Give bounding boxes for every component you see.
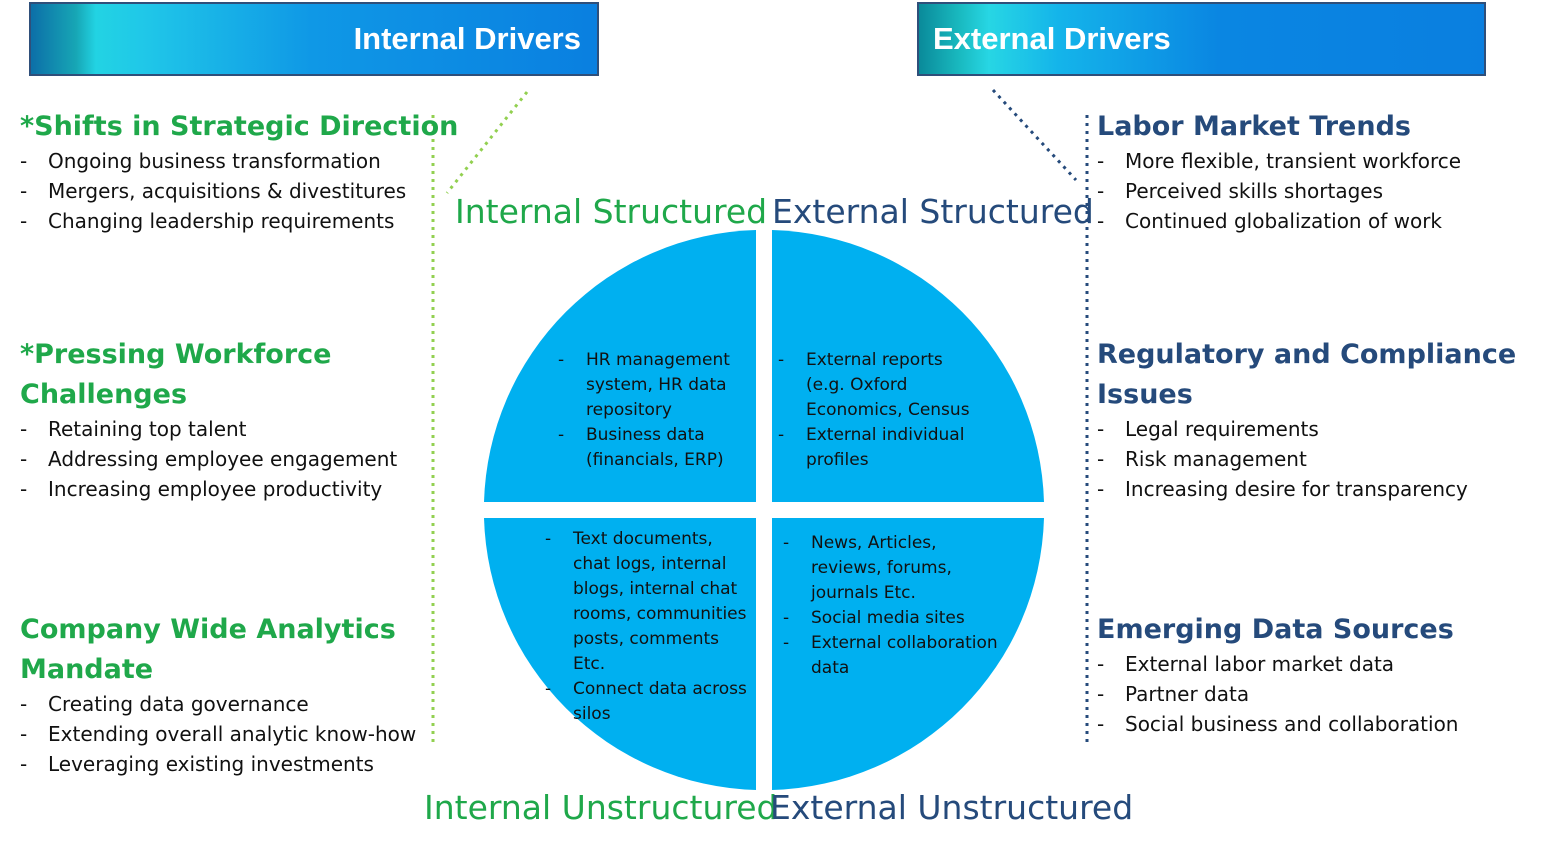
list-item: Increasing employee productivity bbox=[20, 474, 397, 504]
quadrant-internal-unstructured-list: Text documents, chat logs, internal blog… bbox=[545, 527, 755, 727]
internal-driver-title-strategic: *Shifts in Strategic Direction bbox=[20, 111, 459, 142]
external-driver-title-regulatory: Regulatory and Compliance Issues bbox=[1097, 335, 1516, 415]
label-internal-unstructured: Internal Unstructured bbox=[424, 788, 778, 827]
internal-driver-list-analytics: Creating data governance Extending overa… bbox=[20, 689, 416, 779]
title-line: Mandate bbox=[20, 654, 154, 685]
quadrant-internal-structured-list: HR management system, HR data repository… bbox=[558, 348, 743, 473]
external-driver-list-labor: More flexible, transient workforce Perce… bbox=[1097, 146, 1461, 236]
list-item: Perceived skills shortages bbox=[1097, 176, 1461, 206]
external-connector-line bbox=[991, 88, 1078, 182]
internal-drivers-title: Internal Drivers bbox=[353, 21, 581, 56]
list-item: Ongoing business transformation bbox=[20, 146, 406, 176]
list-item: Leveraging existing investments bbox=[20, 749, 416, 779]
label-external-structured: External Structured bbox=[772, 192, 1094, 231]
list-item: Risk management bbox=[1097, 444, 1468, 474]
external-driver-list-emerging: External labor market data Partner data … bbox=[1097, 649, 1459, 739]
list-item: External individual profiles bbox=[778, 423, 978, 473]
internal-driver-title-analytics: Company Wide Analytics Mandate bbox=[20, 610, 396, 690]
list-item: External collaboration data bbox=[783, 631, 1003, 681]
list-item: Creating data governance bbox=[20, 689, 416, 719]
list-item: Legal requirements bbox=[1097, 414, 1468, 444]
list-item: News, Articles, reviews, forums, journal… bbox=[783, 531, 1003, 606]
quadrant-external-unstructured-list: News, Articles, reviews, forums, journal… bbox=[783, 531, 1003, 681]
list-item: Social media sites bbox=[783, 606, 1003, 631]
title-line: Regulatory and Compliance bbox=[1097, 339, 1517, 370]
list-item: Partner data bbox=[1097, 679, 1459, 709]
internal-drivers-banner: Internal Drivers bbox=[29, 2, 599, 76]
internal-connector-line bbox=[445, 91, 529, 194]
title-line: Company Wide Analytics bbox=[20, 614, 396, 645]
internal-driver-list-workforce: Retaining top talent Addressing employee… bbox=[20, 414, 397, 504]
external-driver-list-regulatory: Legal requirements Risk management Incre… bbox=[1097, 414, 1468, 504]
internal-driver-title-workforce: *Pressing Workforce Challenges bbox=[20, 335, 331, 415]
list-item: Mergers, acquisitions & divestitures bbox=[20, 176, 406, 206]
list-item: Extending overall analytic know-how bbox=[20, 719, 416, 749]
list-item: Text documents, chat logs, internal blog… bbox=[545, 527, 755, 677]
internal-driver-list-strategic: Ongoing business transformation Mergers,… bbox=[20, 146, 406, 236]
list-item: Changing leadership requirements bbox=[20, 206, 406, 236]
list-item: Increasing desire for transparency bbox=[1097, 474, 1468, 504]
label-external-unstructured: External Unstructured bbox=[770, 788, 1134, 827]
list-item: HR management system, HR data repository bbox=[558, 348, 743, 423]
external-drivers-title: External Drivers bbox=[933, 21, 1171, 56]
list-item: Business data (financials, ERP) bbox=[558, 423, 743, 473]
external-drivers-banner: External Drivers bbox=[917, 2, 1486, 76]
label-internal-structured: Internal Structured bbox=[455, 192, 768, 231]
title-line: Challenges bbox=[20, 379, 188, 410]
list-item: Retaining top talent bbox=[20, 414, 397, 444]
external-driver-title-labor: Labor Market Trends bbox=[1097, 111, 1411, 142]
external-driver-title-emerging: Emerging Data Sources bbox=[1097, 614, 1454, 645]
title-line: Issues bbox=[1097, 379, 1193, 410]
list-item: Continued globalization of work bbox=[1097, 206, 1461, 236]
list-item: External labor market data bbox=[1097, 649, 1459, 679]
list-item: Addressing employee engagement bbox=[20, 444, 397, 474]
title-line: *Pressing Workforce bbox=[20, 339, 332, 370]
list-item: Social business and collaboration bbox=[1097, 709, 1459, 739]
list-item: Connect data across silos bbox=[545, 677, 755, 727]
list-item: External reports (e.g. Oxford Economics,… bbox=[778, 348, 978, 423]
list-item: More flexible, transient workforce bbox=[1097, 146, 1461, 176]
quadrant-external-structured-list: External reports (e.g. Oxford Economics,… bbox=[778, 348, 978, 473]
